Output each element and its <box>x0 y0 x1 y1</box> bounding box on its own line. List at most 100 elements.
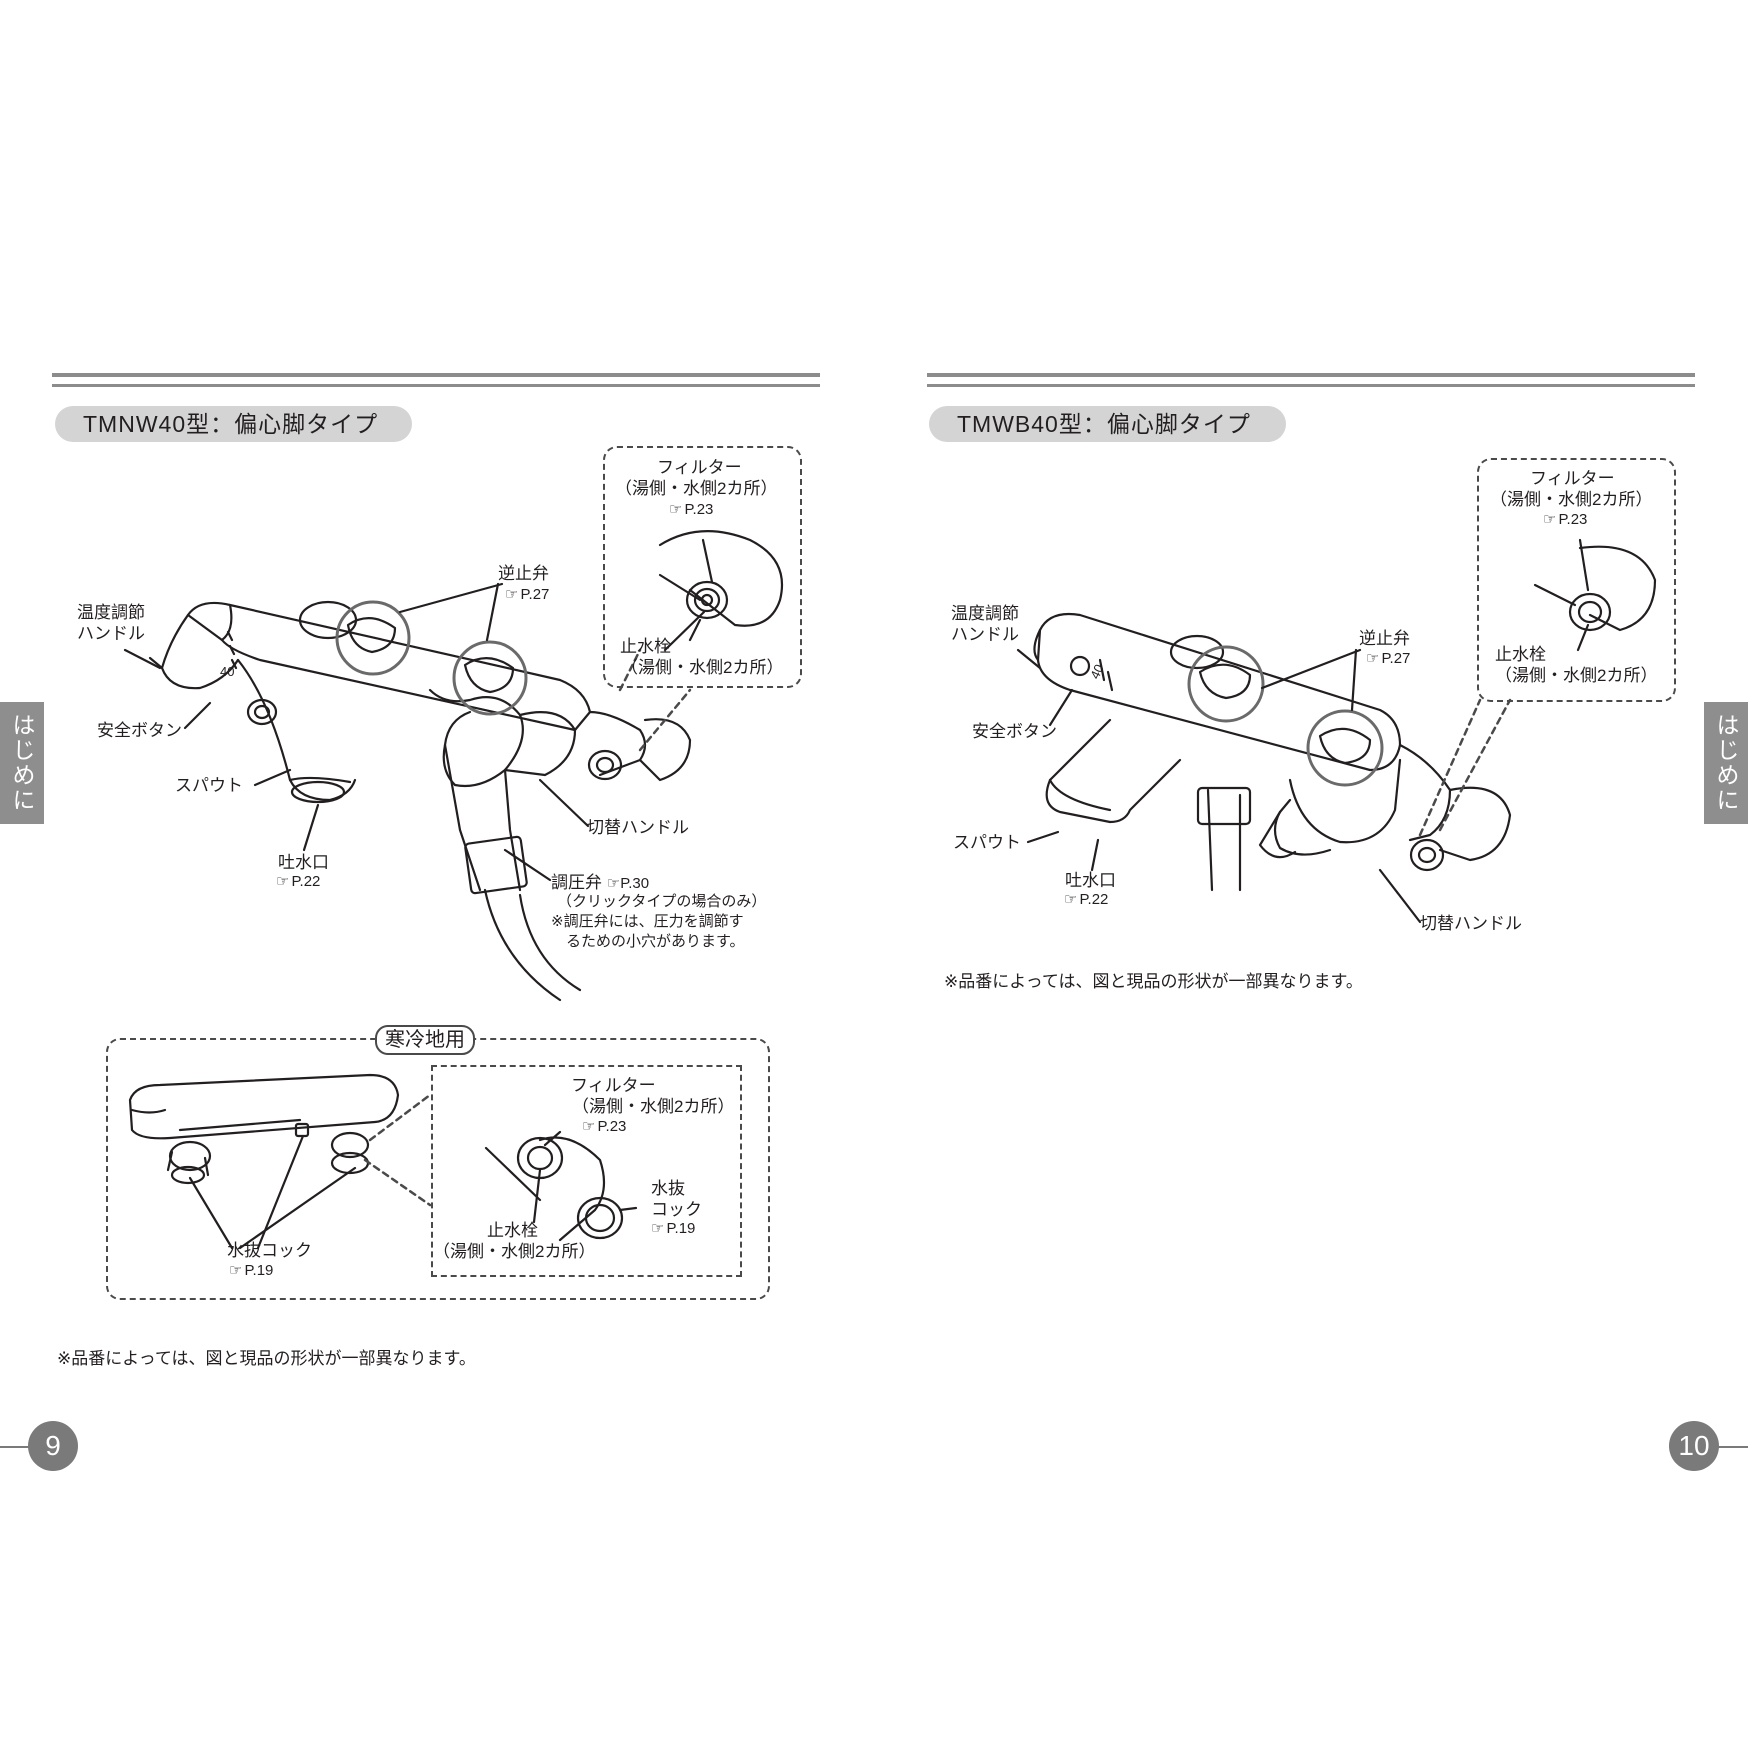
cold-stop-valve-label: 止水栓 <box>487 1221 538 1240</box>
left-stop-valve-label: 止水栓 <box>620 637 671 656</box>
right-check-valve-circle-2 <box>1306 709 1384 787</box>
leader-switch-handle <box>538 778 590 828</box>
left-filter-ref[interactable]: ☞P.23 <box>669 501 714 518</box>
right-side-tab[interactable]: はじめに <box>1704 702 1748 824</box>
leader-r-check-valve-1 <box>1260 648 1362 690</box>
right-temp-handle-label-1: 温度調節 <box>951 604 1019 623</box>
right-check-valve-ref[interactable]: ☞P.27 <box>1366 650 1411 667</box>
left-pressure-valve-label: 調圧弁 ☞P.30 <box>551 873 650 892</box>
right-spout-label: スパウト <box>953 833 1021 852</box>
leader-outlet <box>302 803 320 852</box>
leader-safety-button <box>183 701 212 730</box>
leader-pressure-valve <box>503 848 552 882</box>
cold-region-inset-box <box>431 1065 742 1277</box>
pointing-hand-icon: ☞ <box>1543 511 1557 528</box>
leader-r-check-valve-2 <box>1350 648 1358 712</box>
pointing-hand-icon: ☞ <box>606 875 621 892</box>
left-outlet-label: 吐水口 <box>278 853 329 872</box>
right-zoom-inset-box <box>1477 458 1676 702</box>
left-spout-label: スパウト <box>175 776 243 795</box>
leader-r-switch-handle <box>1378 868 1422 924</box>
left-pressure-note-3: るための小穴があります。 <box>566 933 745 950</box>
left-section-title: TMNW40型：偏心脚タイプ <box>55 406 412 442</box>
left-check-valve-label: 逆止弁 <box>498 564 549 583</box>
pointing-hand-icon: ☞ <box>1366 650 1380 667</box>
cold-drain-cock-label-2: コック <box>651 1200 702 1219</box>
leader-drain-1 <box>188 1176 234 1250</box>
leader-drain-3 <box>238 1166 357 1250</box>
right-page-line <box>1718 1446 1748 1448</box>
left-pressure-valve-ref[interactable]: P.30 <box>620 875 650 892</box>
pointing-hand-icon: ☞ <box>229 1262 243 1279</box>
pointing-hand-icon: ☞ <box>1064 891 1078 908</box>
left-switch-handle-label: 切替ハンドル <box>587 818 689 837</box>
left-temp-handle-label-2: ハンドル <box>77 624 145 643</box>
pointing-hand-icon: ☞ <box>651 1220 665 1237</box>
left-page-line <box>0 1446 30 1448</box>
left-page-number: 9 <box>28 1421 78 1471</box>
right-dial-mark: 40 <box>1087 662 1107 681</box>
right-page-number: 10 <box>1669 1421 1719 1471</box>
leader-spout <box>253 768 292 787</box>
pointing-hand-icon: ☞ <box>505 586 519 603</box>
right-header-rule-top <box>927 373 1695 377</box>
right-temp-handle-label-2: ハンドル <box>951 625 1019 644</box>
leader-r-safety-button <box>1048 688 1074 727</box>
left-safety-button-label: 安全ボタン <box>97 721 182 740</box>
right-check-valve-label: 逆止弁 <box>1359 629 1410 648</box>
right-outlet-ref[interactable]: ☞P.22 <box>1064 891 1109 908</box>
right-header-rule-bottom <box>927 384 1695 387</box>
right-switch-handle-label: 切替ハンドル <box>1420 914 1522 933</box>
left-check-valve-circle-2 <box>452 640 528 716</box>
left-dial-mark: 40 <box>220 664 234 679</box>
leader-r-spout <box>1026 830 1060 844</box>
left-temp-handle-label-1: 温度調節 <box>77 603 145 622</box>
left-outlet-ref[interactable]: ☞P.22 <box>276 873 321 890</box>
left-pressure-note-1: （クリックタイプの場合のみ） <box>557 893 767 910</box>
cold-drain-cock-main-ref[interactable]: ☞P.19 <box>229 1262 274 1279</box>
right-stop-valve-label: 止水栓 <box>1495 645 1546 664</box>
left-filter-sub: （湯側・水側2カ所） <box>615 479 778 498</box>
pointing-hand-icon: ☞ <box>669 501 683 518</box>
right-filter-sub: （湯側・水側2カ所） <box>1490 490 1653 509</box>
cold-drain-cock-ref[interactable]: ☞P.19 <box>651 1220 696 1237</box>
leader-check-valve-1 <box>398 582 504 614</box>
leader-r-outlet <box>1090 838 1100 872</box>
right-filter-title: フィルター <box>1530 469 1615 488</box>
pointing-hand-icon: ☞ <box>276 873 290 890</box>
left-header-rule-bottom <box>52 384 820 387</box>
pointing-hand-icon: ☞ <box>582 1118 596 1135</box>
cold-filter-ref[interactable]: ☞P.23 <box>582 1118 627 1135</box>
right-footnote: ※品番によっては、図と現品の形状が一部異なります。 <box>944 972 1363 991</box>
left-check-valve-ref[interactable]: ☞P.27 <box>505 586 550 603</box>
right-check-valve-circle-1 <box>1187 645 1265 723</box>
left-stop-valve-sub: （湯側・水側2カ所） <box>621 658 784 677</box>
right-stop-valve-sub: （湯側・水側2カ所） <box>1495 666 1658 685</box>
right-filter-ref[interactable]: ☞P.23 <box>1543 511 1588 528</box>
right-section-title: TMWB40型：偏心脚タイプ <box>929 406 1286 442</box>
left-faucet-body <box>148 600 692 1002</box>
left-filter-title: フィルター <box>657 458 742 477</box>
leader-check-valve-2 <box>485 582 500 642</box>
leader-temp-handle <box>123 648 162 670</box>
left-pressure-note-2: ※調圧弁には、圧力を調節す <box>551 913 744 930</box>
cold-filter-title: フィルター <box>571 1076 656 1095</box>
cold-stop-valve-sub: （湯側・水側2カ所） <box>433 1242 596 1261</box>
left-zoom-inset-drawing <box>658 530 784 652</box>
left-zoom-inset-box <box>603 446 802 688</box>
cold-drain-cock-main-label: 水抜コック <box>227 1241 312 1260</box>
left-side-tab[interactable]: はじめに <box>0 702 44 824</box>
cold-filter-sub: （湯側・水側2カ所） <box>572 1097 735 1116</box>
left-check-valve-circle-1 <box>335 600 411 676</box>
right-outlet-label: 吐水口 <box>1065 871 1116 890</box>
leader-r-temp-handle <box>1016 648 1042 670</box>
cold-region-title: 寒冷地用 <box>375 1025 475 1055</box>
cold-region-inset-drawing <box>484 1130 638 1242</box>
left-header-rule-top <box>52 373 820 377</box>
right-zoom-inset-drawing <box>1533 538 1657 652</box>
right-safety-button-label: 安全ボタン <box>972 722 1057 741</box>
right-faucet-body <box>1033 612 1512 892</box>
cold-drain-cock-label-1: 水抜 <box>651 1179 685 1198</box>
left-footnote: ※品番によっては、図と現品の形状が一部異なります。 <box>57 1349 476 1368</box>
